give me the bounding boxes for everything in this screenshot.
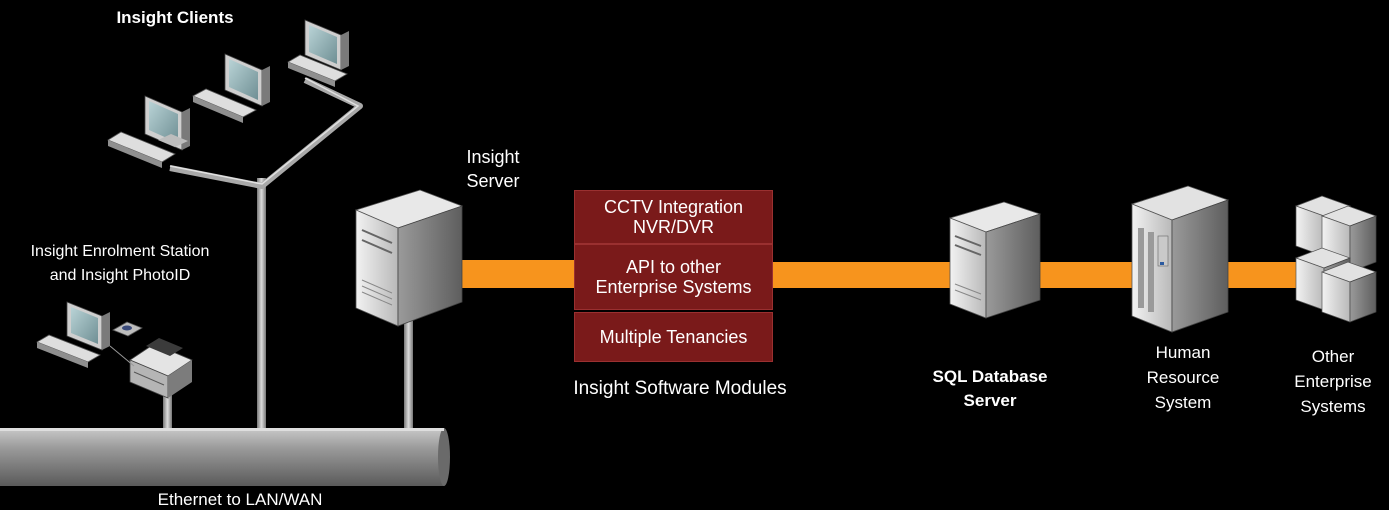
client-computer-2 (192, 53, 270, 123)
other-systems-label: Other Enterprise Systems (1280, 344, 1386, 419)
insight-clients-label: Insight Clients (116, 8, 234, 27)
link-server-modules (455, 260, 577, 288)
client-computer-3 (287, 19, 349, 87)
insight-server-line1: Insight (466, 147, 520, 167)
hr-line2: Resource (1146, 368, 1220, 387)
sql-server-tower (948, 201, 1042, 319)
hr-system-rack (1130, 185, 1230, 333)
insight-server-label: Insight Server (448, 145, 538, 193)
enrolment-station-label: Insight Enrolment Station and Insight Ph… (0, 240, 240, 288)
link-sql-hr (1040, 262, 1140, 288)
software-modules-label: Insight Software Modules (573, 378, 787, 399)
hr-line3: System (1154, 393, 1212, 412)
module-cctv-line1: CCTV Integration (603, 197, 744, 217)
insight-server-line2: Server (466, 171, 520, 191)
hr-system-label: Human Resource System (1123, 340, 1243, 415)
other-line2: Enterprise (1294, 372, 1372, 391)
other-line1: Other (1311, 347, 1355, 366)
link-modules-sql (772, 262, 962, 288)
client-computer-1 (107, 95, 190, 168)
enrolment-line1: Insight Enrolment Station (30, 243, 210, 260)
sql-line1: SQL Database (932, 367, 1048, 386)
module-api-line2: Enterprise Systems (595, 277, 752, 297)
module-tenancies-line1: Multiple Tenancies (599, 327, 748, 347)
sql-server-label: SQL Database Server (910, 365, 1070, 413)
enrolment-cable (109, 345, 135, 367)
insight-server-tower (354, 189, 464, 327)
link-hr-other (1225, 262, 1305, 288)
client-frame-highlight (169, 77, 360, 185)
module-api-line1: API to other (625, 257, 722, 277)
enrolment-line2: and Insight PhotoID (49, 267, 191, 284)
module-cctv-integration: CCTV Integration NVR/DVR (574, 190, 773, 244)
ethernet-bar (0, 428, 450, 486)
other-systems-servers (1294, 195, 1378, 323)
other-line3: Systems (1300, 397, 1366, 416)
hr-line1: Human (1155, 343, 1211, 362)
ethernet-label: Ethernet to LAN/WAN (157, 490, 323, 509)
enrolment-station (36, 301, 193, 399)
module-cctv-line2: NVR/DVR (632, 217, 714, 237)
sql-line2: Server (963, 391, 1017, 410)
module-api: API to other Enterprise Systems (574, 244, 773, 310)
link-lines (455, 260, 1305, 288)
module-multiple-tenancies: Multiple Tenancies (574, 312, 773, 362)
